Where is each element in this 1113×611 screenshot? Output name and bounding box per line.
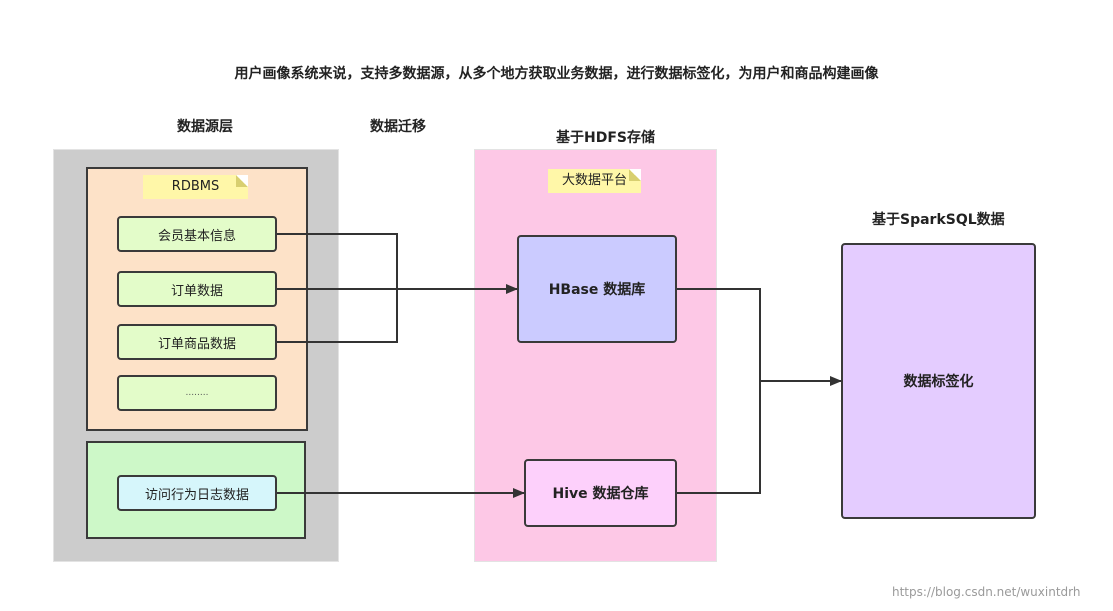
- source-item-orders: 订单数据: [117, 271, 277, 307]
- hive-box: Hive 数据仓库: [524, 459, 677, 527]
- hbase-label: HBase 数据库: [548, 282, 646, 298]
- source-item-access-log: 访问行为日志数据: [117, 475, 277, 511]
- source-item-label: 订单商品数据: [157, 336, 236, 352]
- connector-order-products: [277, 289, 398, 343]
- heading-hdfs: 基于HDFS存储: [556, 130, 655, 146]
- hive-label: Hive 数据仓库: [552, 486, 649, 502]
- source-item-label: ........: [185, 388, 209, 398]
- connector-hive-out: [677, 381, 761, 494]
- source-item-order-products: 订单商品数据: [117, 324, 277, 360]
- rdbms-label: RDBMS: [171, 179, 220, 194]
- source-item-label: 会员基本信息: [157, 228, 236, 244]
- heading-sparksql: 基于SparkSQL数据: [872, 212, 1005, 228]
- diagram-title: 用户画像系统来说，支持多数据源，从多个地方获取业务数据，进行数据标签化，为用户和…: [234, 66, 879, 82]
- source-item-member-info: 会员基本信息: [117, 216, 277, 252]
- platform-label: 大数据平台: [561, 173, 627, 188]
- hbase-box: HBase 数据库: [517, 235, 677, 343]
- platform-note: 大数据平台: [548, 169, 641, 193]
- rdbms-note: RDBMS: [143, 175, 248, 199]
- source-item-more: ........: [117, 375, 277, 411]
- source-item-label: 订单数据: [170, 283, 223, 299]
- source-item-label: 访问行为日志数据: [144, 487, 249, 503]
- tagging-box: 数据标签化: [841, 243, 1036, 519]
- heading-source-layer: 数据源层: [177, 119, 233, 135]
- connector-hbase-out: [677, 288, 761, 381]
- tagging-label: 数据标签化: [903, 374, 974, 390]
- watermark: https://blog.csdn.net/wuxintdrh: [892, 585, 1081, 599]
- connector-member-info: [277, 233, 398, 289]
- heading-migration: 数据迁移: [370, 119, 426, 135]
